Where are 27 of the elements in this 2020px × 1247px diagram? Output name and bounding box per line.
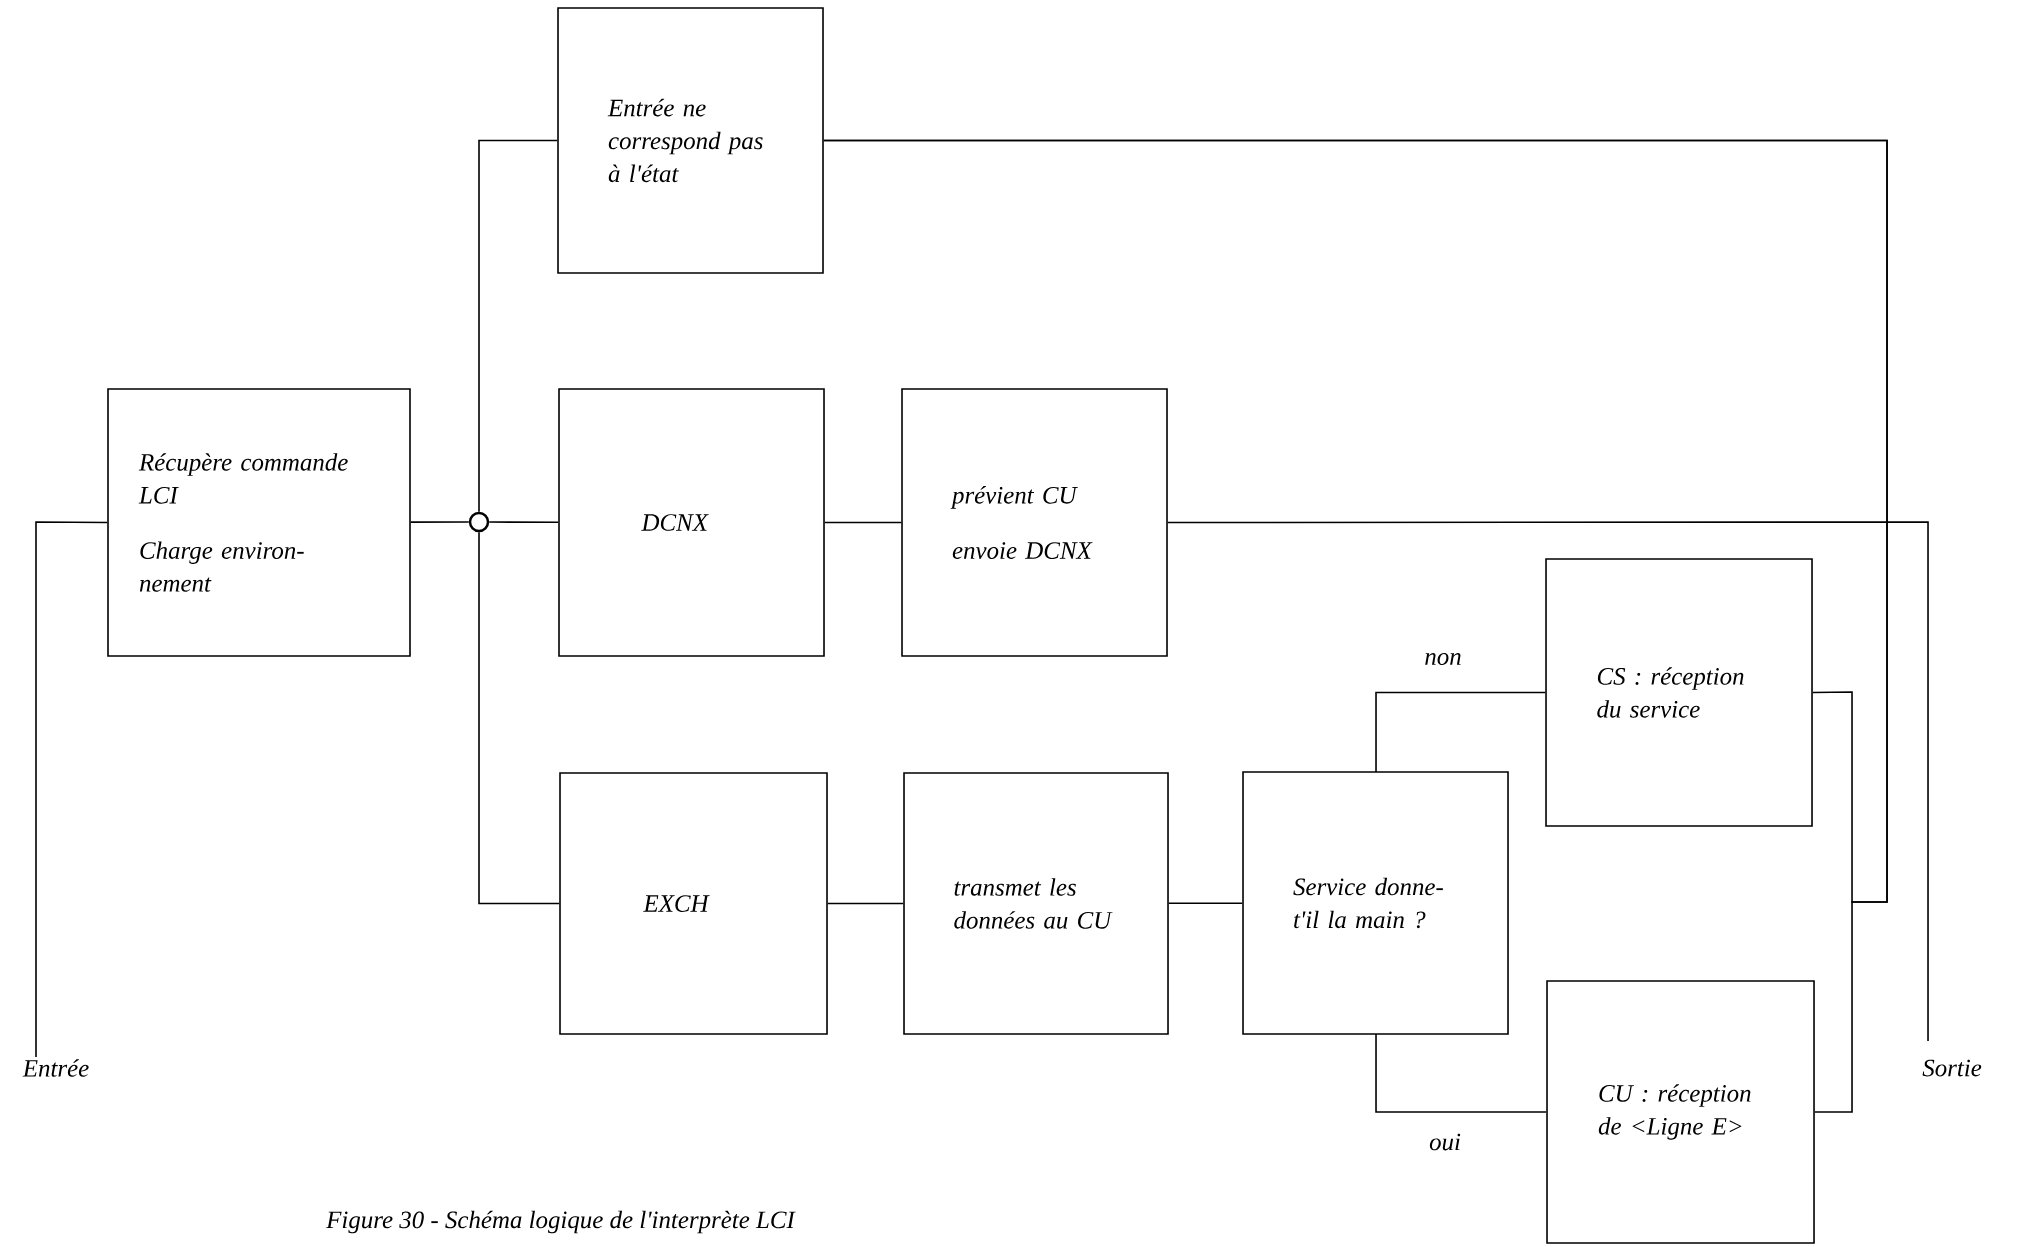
process-box: prévient CU envoie DCNX bbox=[901, 388, 1168, 657]
connector-line bbox=[1168, 902, 1243, 905]
connector-line bbox=[410, 521, 470, 523]
terminal-label: Sortie bbox=[1922, 1059, 1982, 1077]
connector-line bbox=[1375, 1033, 1547, 1113]
connector-line bbox=[35, 521, 108, 1058]
process-box: Service donne-t'il la main ? bbox=[1242, 771, 1509, 1035]
process-box: Entrée ne correspond pas à l'état bbox=[557, 7, 824, 274]
edge-label: oui bbox=[1427, 1131, 1463, 1153]
connector-line bbox=[1167, 521, 1929, 1042]
process-box: CU : réception de <Ligne E> bbox=[1546, 980, 1815, 1244]
process-box: CS : réception du service bbox=[1545, 558, 1813, 827]
connector-line bbox=[478, 531, 560, 905]
connector-line bbox=[1375, 691, 1546, 773]
figure-caption: Figure 30 - Schéma logique de l'interprète LCI bbox=[326, 1210, 796, 1234]
process-box: Récupère commande LCI Charge environ- nement bbox=[107, 388, 411, 657]
terminal-label: Entrée bbox=[22, 1059, 89, 1077]
connector-line bbox=[488, 521, 559, 523]
edge-label: non bbox=[1422, 651, 1464, 667]
connector-line bbox=[478, 139, 558, 513]
junction-circle bbox=[468, 511, 490, 533]
process-box: EXCH bbox=[559, 772, 828, 1035]
process-box: DCNX bbox=[558, 388, 825, 657]
process-box: transmet les données au CU bbox=[903, 772, 1169, 1035]
connector-line bbox=[823, 139, 1888, 1113]
connector-line bbox=[824, 521, 902, 524]
connector-line bbox=[827, 902, 904, 905]
